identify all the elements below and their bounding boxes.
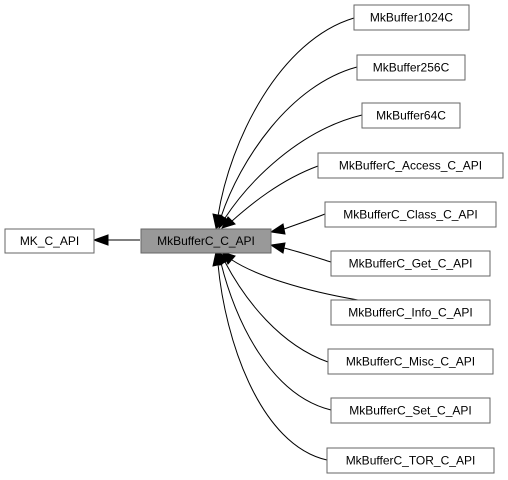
- node-label: MkBuffer64C: [376, 109, 446, 123]
- node-mkbufferc-info-c-api[interactable]: MkBufferC_Info_C_API: [330, 299, 491, 326]
- edge-set: [220, 262, 332, 411]
- node-mkbufferc-class-c-api[interactable]: MkBufferC_Class_C_API: [324, 201, 497, 228]
- node-mkbuffer64c[interactable]: MkBuffer64C: [361, 102, 461, 129]
- node-mk-c-api[interactable]: MK_C_API: [4, 228, 95, 254]
- node-mkbuffer256c[interactable]: MkBuffer256C: [356, 54, 466, 81]
- arrowhead-access: [220, 216, 236, 229]
- arrowhead-get: [269, 242, 286, 254]
- edge-class: [283, 213, 326, 230]
- arrowhead-parent: [92, 234, 109, 246]
- node-current-mkbufferc-c-api: MkBufferC_C_API: [140, 228, 272, 254]
- node-label: MkBufferC_Misc_C_API: [346, 355, 475, 369]
- node-label: MkBuffer1024C: [370, 11, 453, 25]
- arrowhead-mkbuffer64c: [218, 214, 229, 230]
- node-label: MkBufferC_Class_C_API: [343, 208, 478, 222]
- node-mkbufferc-access-c-api[interactable]: MkBufferC_Access_C_API: [317, 152, 504, 179]
- node-mkbufferc-get-c-api[interactable]: MkBufferC_Get_C_API: [330, 250, 491, 277]
- node-label: MkBufferC_Info_C_API: [348, 306, 473, 320]
- node-label: MK_C_API: [20, 234, 79, 248]
- edge-mkbuffer1024c: [217, 17, 355, 217]
- edge-tor: [217, 263, 328, 461]
- node-label: MkBufferC_Get_C_API: [349, 257, 473, 271]
- node-label: MkBufferC_TOR_C_API: [346, 454, 476, 468]
- edge-mkbuffer64c: [224, 114, 363, 219]
- edge-misc: [224, 261, 329, 363]
- arrowhead-tor: [212, 250, 223, 267]
- edge-get: [283, 247, 332, 263]
- edge-access: [231, 165, 319, 222]
- edges: [92, 17, 363, 461]
- node-label: MkBuffer256C: [373, 61, 450, 75]
- node-mkbufferc-misc-c-api[interactable]: MkBufferC_Misc_C_API: [327, 348, 494, 375]
- edge-mkbuffer256c: [220, 66, 358, 218]
- node-label: MkBufferC_Access_C_API: [339, 159, 482, 173]
- node-label: MkBufferC_Set_C_API: [349, 404, 472, 418]
- node-mkbufferc-tor-c-api[interactable]: MkBufferC_TOR_C_API: [326, 447, 495, 474]
- node-mkbuffer1024c[interactable]: MkBuffer1024C: [353, 4, 470, 31]
- node-label: MkBufferC_C_API: [157, 234, 255, 248]
- arrowhead-class: [269, 223, 286, 235]
- node-mkbufferc-set-c-api[interactable]: MkBufferC_Set_C_API: [330, 397, 491, 424]
- edge-info: [231, 259, 359, 301]
